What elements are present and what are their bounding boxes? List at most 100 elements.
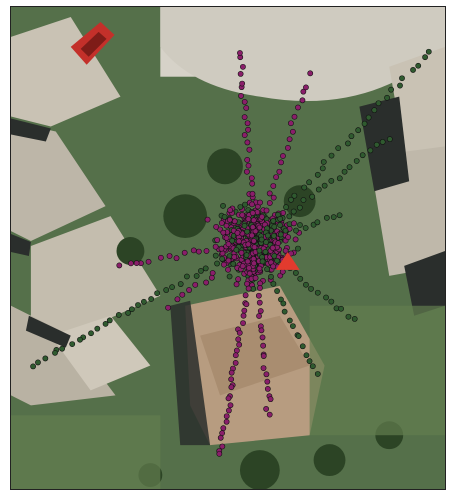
gps-point — [234, 229, 241, 236]
gps-point — [225, 266, 231, 273]
gps-point — [286, 213, 293, 220]
gps-point — [260, 365, 267, 371]
gps-point — [245, 285, 252, 292]
gps-point — [252, 275, 259, 281]
gps-point — [269, 245, 276, 251]
gps-point — [228, 384, 235, 391]
gps-point — [102, 320, 109, 327]
gps-point — [173, 255, 180, 262]
gps-point — [359, 152, 366, 159]
gps-point — [236, 341, 243, 348]
gps-point — [273, 174, 279, 180]
gps-point — [236, 329, 243, 336]
gps-point — [219, 255, 226, 262]
gps-point — [348, 133, 355, 140]
gps-point — [212, 243, 219, 250]
gps-point — [249, 210, 256, 216]
gps-point — [115, 312, 122, 318]
gps-point — [214, 260, 220, 267]
gps-point — [259, 213, 265, 220]
gps-point — [203, 248, 210, 254]
gps-point — [241, 223, 248, 229]
gps-point — [345, 313, 352, 320]
gps-point — [367, 147, 374, 154]
gps-point — [203, 279, 209, 286]
gps-point — [219, 430, 226, 437]
gps-point — [228, 376, 235, 383]
gps-point — [219, 443, 226, 450]
gps-point — [216, 450, 223, 457]
gps-point — [268, 273, 274, 280]
car — [70, 21, 115, 65]
gps-point — [223, 235, 230, 241]
gps-point — [202, 265, 209, 272]
gps-point — [259, 258, 266, 265]
gps-point — [274, 257, 280, 264]
gps-point — [244, 228, 250, 235]
gps-point — [35, 359, 41, 366]
gps-point — [242, 292, 249, 299]
gps-point — [257, 308, 264, 314]
gps-point — [263, 207, 270, 214]
gps-point — [314, 171, 321, 178]
gps-point — [94, 325, 101, 332]
gps-point — [309, 363, 316, 370]
gps-point — [166, 253, 173, 259]
gps-point — [240, 63, 246, 70]
gps-point — [223, 413, 230, 420]
gps-point — [241, 307, 248, 314]
gps-point — [257, 285, 263, 291]
gps-point — [336, 175, 343, 182]
gps-point — [277, 222, 283, 228]
gps-point — [241, 114, 248, 121]
gps-point — [308, 285, 314, 292]
gps-point — [286, 317, 293, 324]
gps-point — [282, 247, 289, 254]
gps-point — [295, 245, 301, 252]
gps-point — [422, 54, 428, 61]
gps-point — [242, 201, 248, 208]
gps-point — [195, 248, 202, 255]
gps-point — [299, 343, 306, 350]
gps-point — [250, 238, 257, 244]
gps-point — [226, 216, 233, 223]
gps-point — [239, 80, 246, 87]
gps-point — [225, 257, 232, 264]
gps-point — [291, 113, 298, 120]
gps-point — [263, 371, 270, 378]
gps-point — [154, 290, 161, 297]
gps-point — [282, 227, 289, 234]
gps-point — [361, 120, 368, 127]
gps-point — [133, 260, 140, 267]
gps-point — [388, 86, 395, 93]
gps-point — [386, 136, 393, 143]
gps-point — [270, 194, 277, 201]
gps-point — [243, 252, 250, 259]
gps-point — [237, 204, 244, 210]
gps-point — [249, 180, 256, 187]
gps-point — [264, 386, 271, 392]
gps-point — [145, 258, 152, 265]
gps-point — [235, 276, 242, 283]
gps-point — [238, 93, 244, 99]
gps-point — [220, 202, 226, 209]
gps-point — [169, 284, 175, 291]
gps-point — [256, 247, 263, 254]
gps-point — [338, 305, 344, 312]
gps-point — [233, 281, 240, 288]
gps-point — [248, 175, 255, 181]
gps-point — [330, 214, 337, 221]
gps-point — [281, 308, 288, 315]
gps-point — [213, 223, 220, 230]
gps-point — [204, 216, 211, 223]
gps-point — [303, 281, 309, 288]
gps-point — [296, 204, 303, 211]
gps-point — [264, 266, 271, 273]
gps-point — [148, 296, 155, 302]
gps-point — [241, 99, 248, 105]
map-frame — [10, 6, 446, 490]
gps-point — [59, 345, 66, 352]
gps-point — [186, 287, 192, 293]
gps-point — [353, 158, 360, 164]
gps-point — [251, 260, 257, 267]
